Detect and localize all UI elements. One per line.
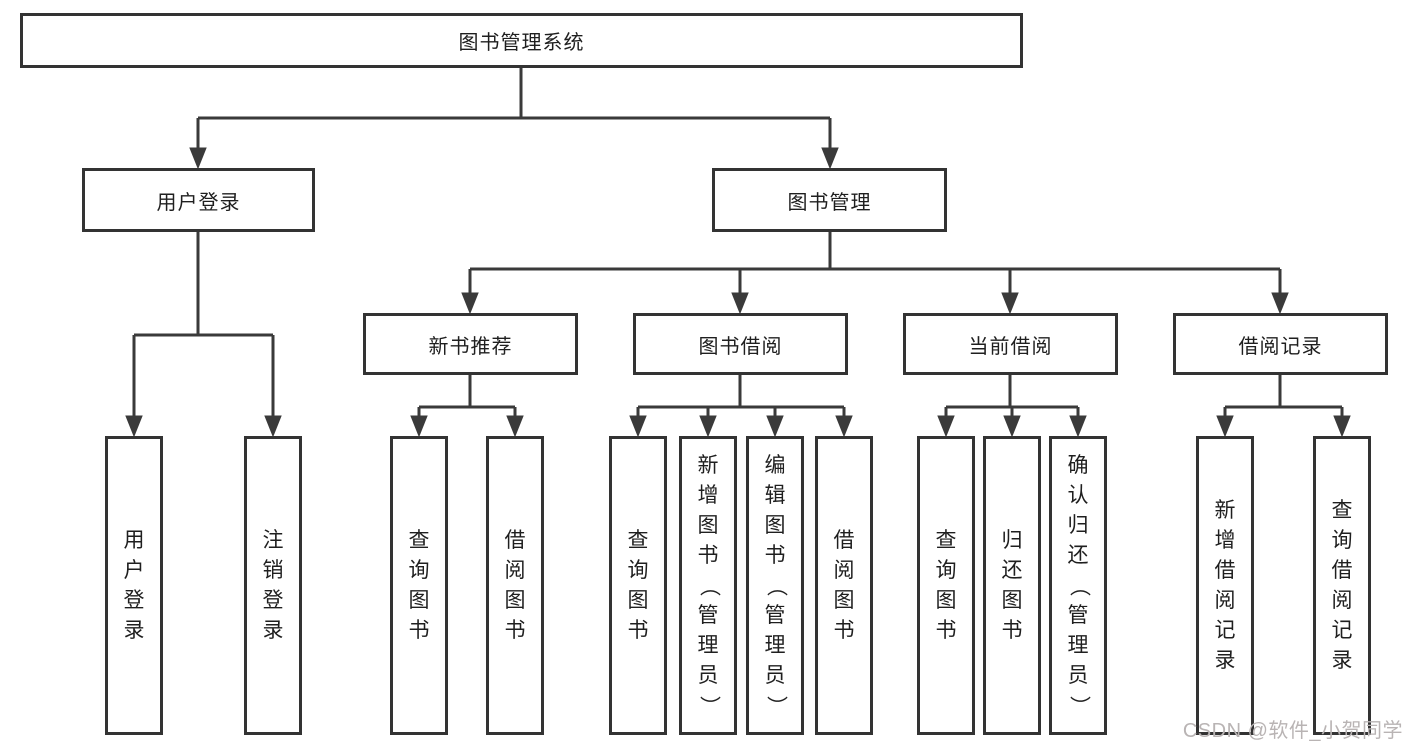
leaf-query-borrow-record: 查询借阅记录 <box>1313 436 1371 735</box>
node-label: 新书推荐 <box>428 335 513 358</box>
leaf-add-borrow-record: 新增借阅记录 <box>1196 436 1254 735</box>
node-label: 注销登录 <box>262 528 284 642</box>
node-label: 查询图书 <box>408 528 430 642</box>
node-borrow-records: 借阅记录 <box>1173 313 1388 375</box>
node-label: 查询借阅记录 <box>1331 498 1353 672</box>
leaf-query-books-current: 查询图书 <box>917 436 975 735</box>
node-label: 借阅图书 <box>833 528 855 642</box>
leaf-query-books-recommend: 查询图书 <box>390 436 448 735</box>
leaf-borrow-books-recommend: 借阅图书 <box>486 436 544 735</box>
node-label: 归还图书 <box>1001 528 1023 642</box>
node-label: 图书管理 <box>787 191 872 214</box>
node-label: 图书借阅 <box>698 335 783 358</box>
node-new-book-recommend: 新书推荐 <box>363 313 578 375</box>
leaf-user-login: 用户登录 <box>105 436 163 735</box>
node-label: 借阅图书 <box>504 528 526 642</box>
node-label: 确认归还（管理员） <box>1067 453 1090 717</box>
node-label: 新增图书（管理员） <box>697 453 720 717</box>
node-label: 编辑图书（管理员） <box>764 453 787 717</box>
node-user-login-module: 用户登录 <box>82 168 315 232</box>
connector-path <box>134 67 1342 409</box>
node-book-borrowing: 图书借阅 <box>633 313 848 375</box>
arrowheads <box>125 118 1351 438</box>
leaf-add-books-admin: 新增图书（管理员） <box>679 436 737 735</box>
leaf-edit-books-admin: 编辑图书（管理员） <box>746 436 804 735</box>
leaf-logout: 注销登录 <box>244 436 302 735</box>
node-label: 当前借阅 <box>968 335 1053 358</box>
leaf-query-books-borrowing: 查询图书 <box>609 436 667 735</box>
node-system-root: 图书管理系统 <box>20 13 1023 68</box>
node-label: 查询图书 <box>627 528 649 642</box>
node-label: 用户登录 <box>123 528 145 642</box>
node-book-management-module: 图书管理 <box>712 168 947 232</box>
node-label: 用户登录 <box>156 191 241 214</box>
node-label: 借阅记录 <box>1238 335 1323 358</box>
leaf-borrow-books: 借阅图书 <box>815 436 873 735</box>
node-label: 查询图书 <box>935 528 957 642</box>
node-current-borrowing: 当前借阅 <box>903 313 1118 375</box>
leaf-confirm-return-admin: 确认归还（管理员） <box>1049 436 1107 735</box>
node-label: 图书管理系统 <box>458 32 585 54</box>
watermark: CSDN @软件_小贺同学 <box>1182 720 1403 742</box>
node-label: 新增借阅记录 <box>1214 498 1236 672</box>
leaf-return-books: 归还图书 <box>983 436 1041 735</box>
